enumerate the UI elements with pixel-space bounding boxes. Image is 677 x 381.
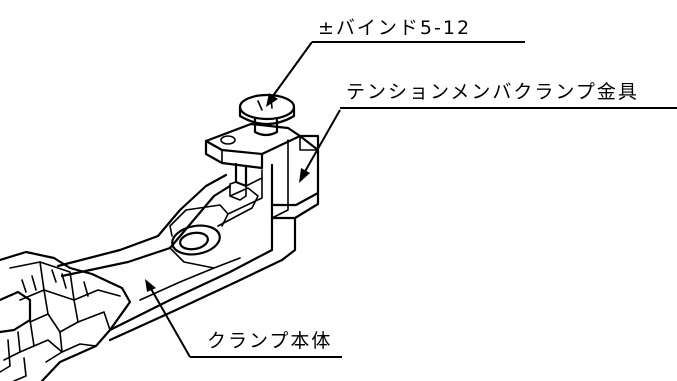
screw-label: ±バインド5-12	[318, 17, 471, 39]
body-callout: クランプ本体	[145, 279, 342, 358]
body-leader	[149, 286, 191, 358]
bracket-leader	[302, 109, 341, 176]
screw-arrowhead	[266, 93, 278, 107]
bracket-callout: テンションメンバクランプ金具	[299, 81, 677, 183]
screw-callout: ±バインド5-12	[266, 17, 525, 107]
body-arrowhead	[145, 279, 156, 292]
bracket-arrowhead	[299, 168, 310, 183]
screw-part	[238, 93, 296, 137]
screw-leader	[269, 41, 313, 101]
bracket-label: テンションメンバクランプ金具	[346, 81, 639, 103]
body-label: クランプ本体	[207, 330, 332, 352]
clamp-body-part	[0, 169, 297, 381]
bracket-part	[204, 122, 320, 220]
